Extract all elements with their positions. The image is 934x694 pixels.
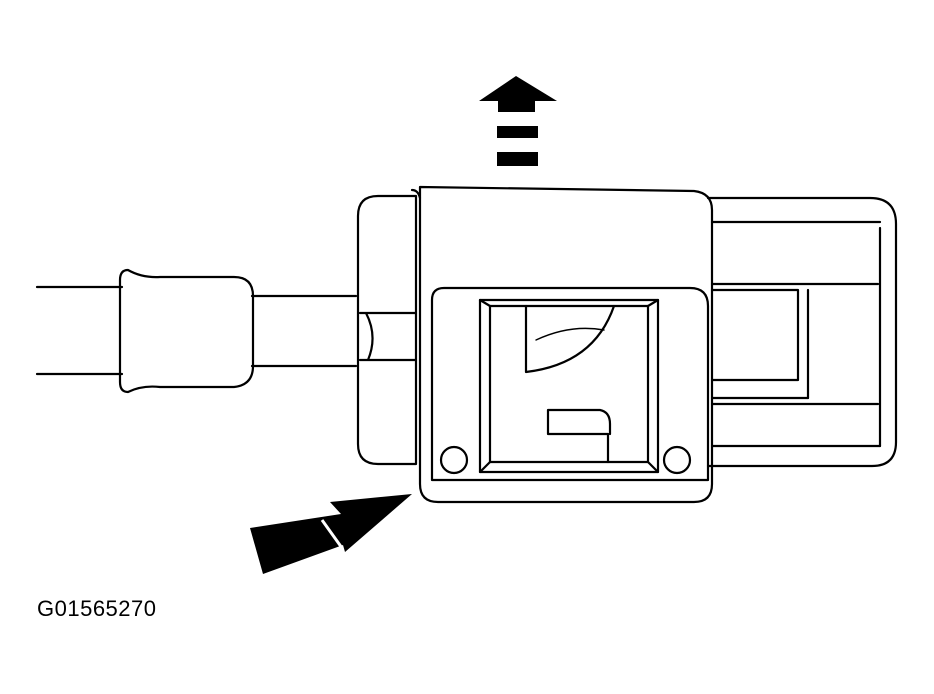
dashed-up-arrow-icon (479, 76, 557, 166)
wire-harness (35, 285, 358, 376)
mating-housing-details (710, 220, 882, 448)
screw-hole-left (439, 445, 469, 475)
diagonal-arrow-icon (250, 494, 412, 574)
slider-top-edge (410, 188, 422, 200)
locking-slider (418, 185, 714, 504)
lock-latch-detail (535, 327, 605, 341)
connector-body (356, 194, 418, 466)
wire-entry (358, 311, 418, 362)
lock-tab (546, 408, 612, 464)
screw-hole-right (662, 445, 692, 475)
slider-window (430, 286, 710, 482)
figure-id: G01565270 (37, 596, 157, 621)
mating-housing (706, 196, 898, 468)
inner-window (478, 298, 660, 474)
wire-boot (118, 268, 255, 394)
lock-latch (524, 304, 616, 374)
